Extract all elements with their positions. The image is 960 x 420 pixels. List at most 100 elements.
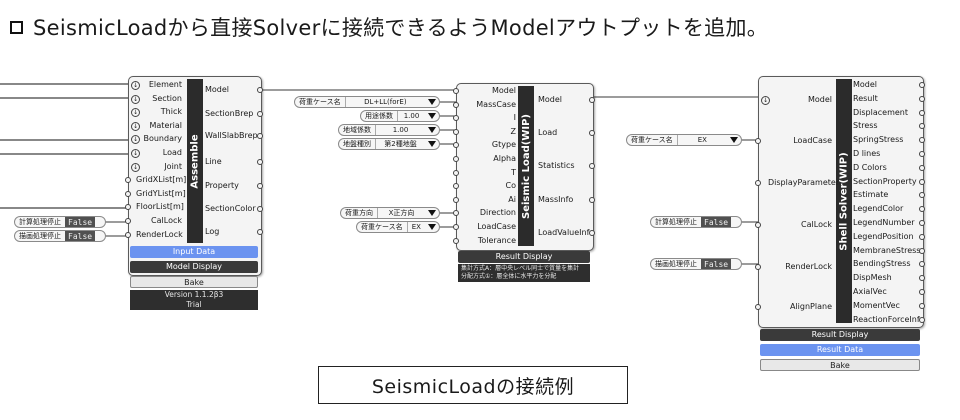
seismic-output-grip[interactable] (589, 130, 595, 136)
solver-output-grip[interactable] (919, 82, 925, 88)
solver-output-grip[interactable] (919, 261, 925, 268)
assemble-input-boundary: Boundary (143, 134, 182, 144)
assemble-input-joint: Joint (164, 161, 182, 171)
assemble-input-flatten-icon[interactable]: ↓ (131, 121, 140, 131)
solver-output-grip[interactable] (919, 123, 925, 130)
assemble-input-flatten-icon[interactable]: ↓ (131, 81, 140, 90)
chevron-down-icon[interactable] (428, 113, 436, 119)
solver-output-grip[interactable] (919, 95, 925, 102)
solver-input-grip[interactable] (755, 138, 761, 144)
seismic-input-grip[interactable] (453, 142, 459, 149)
seismic-input-grip[interactable] (453, 210, 459, 217)
chevron-down-icon[interactable] (428, 141, 436, 147)
seismic-input-grip[interactable] (453, 128, 459, 135)
seismic-input-grip[interactable] (453, 101, 459, 108)
solver-output-grip[interactable] (919, 233, 925, 240)
solver-output-grip[interactable] (919, 289, 925, 295)
seismic-input-grip[interactable] (453, 196, 459, 203)
seismic-load-component[interactable]: Seismic Load(WIP) (456, 83, 594, 251)
seismic-output-grip[interactable] (589, 97, 595, 103)
solver-output-grip[interactable] (919, 247, 925, 254)
solver-output-result: Result (853, 93, 878, 103)
assemble-bake-button[interactable]: Bake (130, 276, 258, 288)
solver-input-grip[interactable] (755, 180, 761, 186)
seismic-result-display-bar[interactable]: Result Display (458, 251, 590, 263)
solver-output-grip[interactable] (919, 275, 925, 282)
solver-output-momentvec: MomentVec (853, 300, 900, 310)
chevron-down-icon[interactable] (428, 99, 436, 105)
seismic-output-grip[interactable] (589, 163, 595, 169)
assemble-output-property: Property (205, 181, 239, 190)
assemble-input-grip[interactable] (125, 231, 131, 238)
solver-result-data-bar[interactable]: Result Data (760, 344, 920, 356)
solver-input-grip[interactable] (755, 304, 761, 310)
seismic-input-grip[interactable] (453, 237, 459, 244)
seismic-input-grip[interactable] (453, 183, 459, 190)
assemble-output-grip[interactable] (257, 229, 263, 235)
square-bullet-icon (10, 20, 23, 34)
seismic-input-grip[interactable] (453, 169, 459, 176)
solver-output-grip[interactable] (919, 137, 925, 144)
seismic-input-grip[interactable] (453, 156, 459, 162)
solver-output-grip[interactable] (919, 109, 925, 116)
assemble-input-flatten-icon[interactable]: ↓ (131, 94, 140, 104)
assemble-input-flatten-icon[interactable]: ↓ (131, 149, 140, 158)
assemble-input-flatten-icon[interactable]: ↓ (131, 108, 140, 118)
assemble-input-grip[interactable] (125, 177, 131, 184)
assemble-output-grip[interactable] (257, 183, 263, 189)
solver-output-grip[interactable] (919, 178, 925, 185)
assemble-input-flatten-icon[interactable]: ↓ (131, 135, 140, 145)
assemble-output-model: Model (205, 85, 230, 94)
assemble-input-grip[interactable] (125, 204, 131, 211)
assemble-input-grip[interactable] (125, 190, 131, 197)
assemble-input-data-bar[interactable]: Input Data (130, 246, 258, 258)
solver-bake-button[interactable]: Bake (760, 359, 920, 371)
solver-output-grip[interactable] (919, 302, 925, 309)
solver-input-grip[interactable] (755, 264, 761, 270)
solver-output-grip[interactable] (919, 164, 925, 171)
seismic-input-grip[interactable] (453, 88, 459, 94)
solver-input-grip[interactable] (755, 222, 761, 228)
seismic-input-grip[interactable] (453, 224, 459, 230)
solver-output-grip[interactable] (919, 220, 925, 226)
valuelist-name: 荷重ケース名 (357, 222, 408, 232)
seismic-input-grip[interactable] (453, 115, 459, 122)
solver-output-grip[interactable] (919, 206, 925, 213)
seismic-output-grip[interactable] (589, 197, 595, 203)
assemble-model-display-bar[interactable]: Model Display (130, 261, 258, 273)
solver-output-grip[interactable] (919, 316, 925, 323)
solver-result-display-bar[interactable]: Result Display (760, 329, 920, 341)
assemble-output-grip[interactable] (257, 159, 263, 165)
seismic-input-ai: Ai (508, 194, 516, 204)
seismic-output-grip[interactable] (589, 230, 595, 236)
shell-solver-component[interactable]: Shell Solver(WIP) (758, 76, 924, 328)
solver-output-springstress: SpringStress (853, 135, 904, 145)
assemble-input-callock: CalLock (151, 216, 182, 225)
assemble-output-grip[interactable] (257, 133, 263, 139)
assemble-output-grip[interactable] (257, 111, 263, 117)
solver-output-grip[interactable] (919, 151, 925, 157)
chevron-down-icon[interactable] (428, 210, 436, 216)
assemble-output-sectionbrep: SectionBrep (205, 109, 254, 118)
seismic-valuelist-3[interactable]: 地盤種別第2種地盤 (338, 138, 440, 150)
assemble-input-flatten-icon[interactable]: ↓ (131, 162, 140, 172)
chevron-down-icon[interactable] (428, 224, 436, 230)
solver-input-flatten-icon[interactable]: ↓ (761, 96, 770, 105)
assemble-output-grip[interactable] (257, 206, 263, 212)
assemble-component[interactable]: Assemble (128, 76, 262, 276)
chevron-down-icon[interactable] (428, 127, 436, 133)
solver-output-grip[interactable] (919, 192, 925, 199)
assemble-input-grip[interactable] (125, 218, 131, 224)
assemble-output-grip[interactable] (257, 87, 263, 93)
valuelist-value: 第2種地盤 (384, 140, 417, 148)
